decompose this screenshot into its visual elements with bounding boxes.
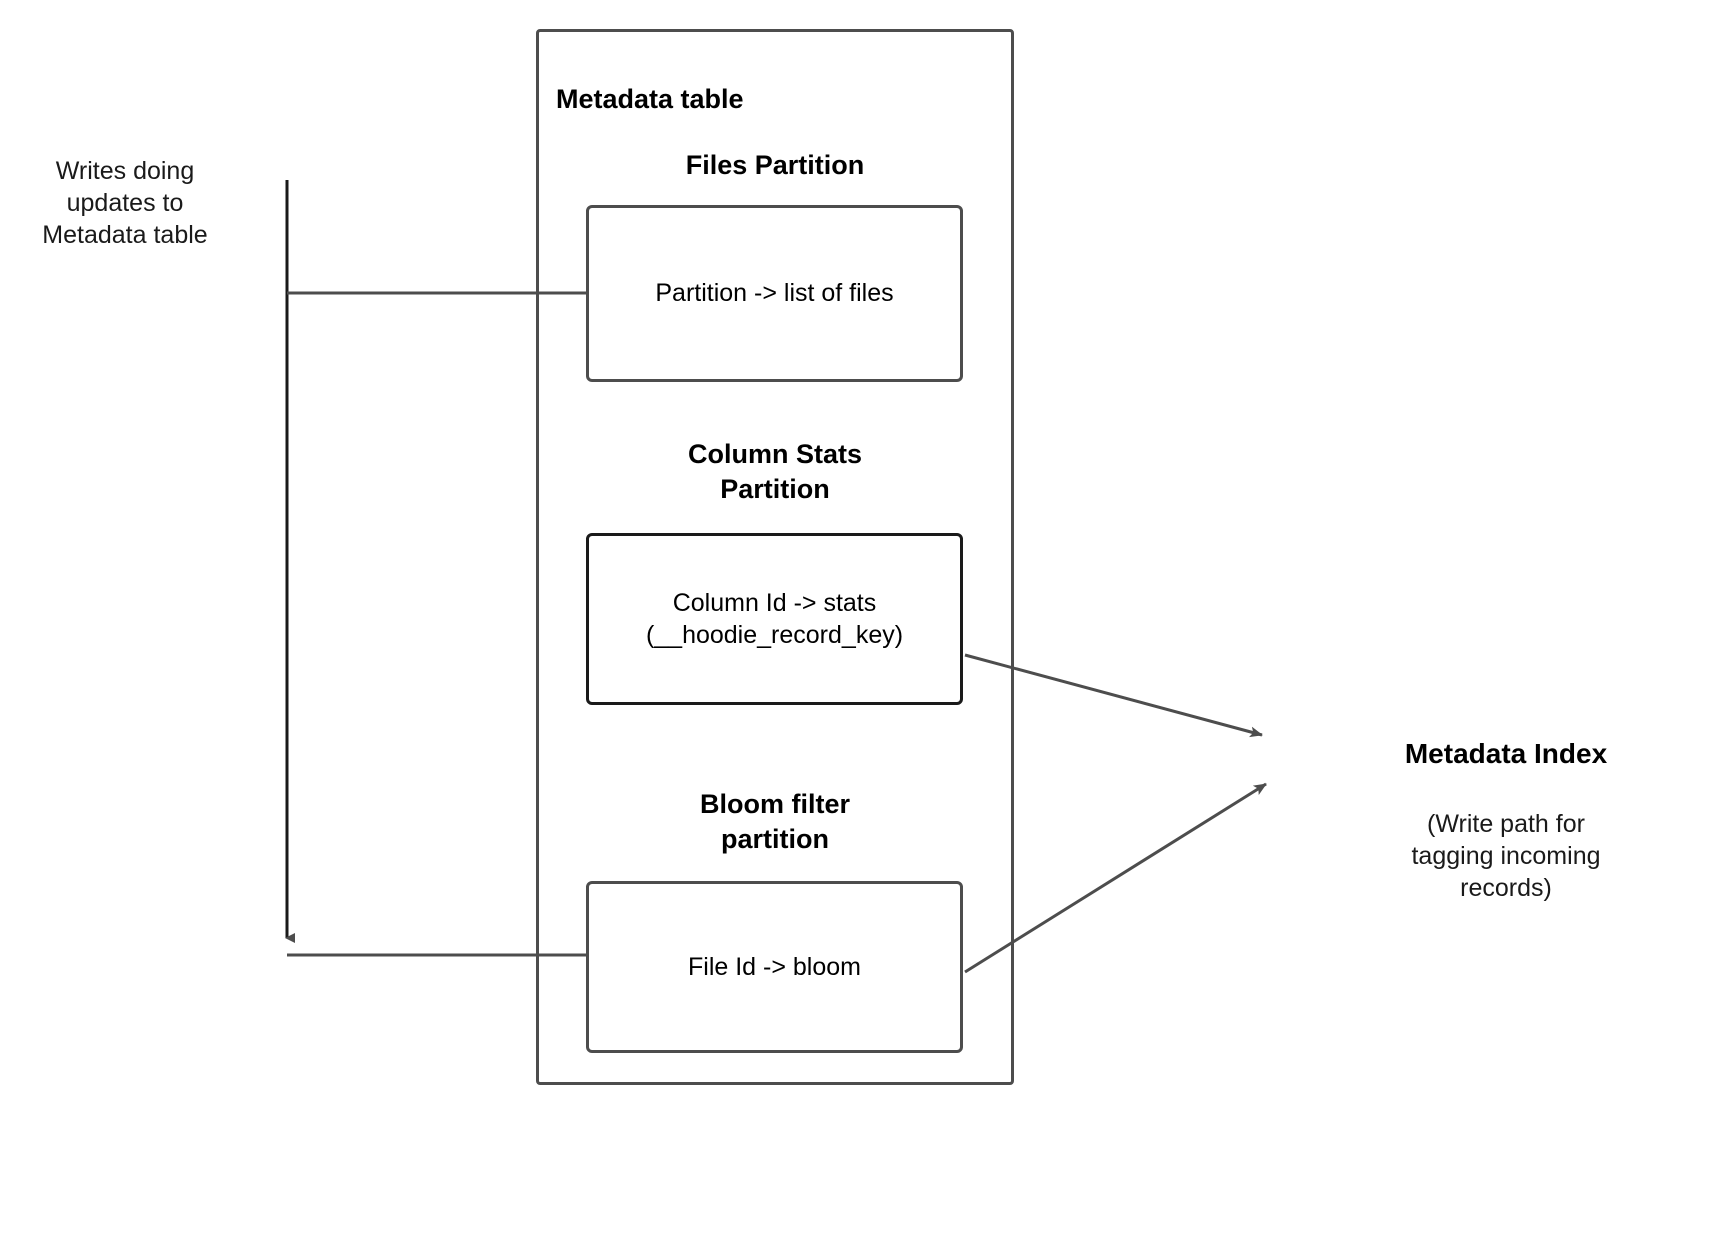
metadata-index-title: Metadata Index bbox=[1404, 738, 1608, 769]
metadata-table-title: Metadata table bbox=[556, 84, 744, 114]
metadata-table-container bbox=[536, 29, 1014, 1085]
bloom-filter-partition-box-label: File Id -> bloom bbox=[688, 952, 861, 981]
bloom-filter-partition-box[interactable]: File Id -> bloom bbox=[586, 881, 963, 1053]
column-stats-partition-heading: Column Stats Partition bbox=[687, 439, 862, 504]
column-stats-partition-box[interactable]: Column Id -> stats (__hoodie_record_key) bbox=[586, 533, 963, 705]
files-partition-box-label: Partition -> list of files bbox=[655, 279, 894, 308]
writes-caption-label: Writes doing updates to Metadata table bbox=[42, 157, 208, 249]
files-partition-heading: Files Partition bbox=[685, 150, 865, 180]
files-partition-box[interactable]: Partition -> list of files bbox=[586, 205, 963, 382]
bloom-filter-partition-heading: Bloom filter partition bbox=[699, 789, 850, 854]
metadata-index-note: (Write path for tagging incoming records… bbox=[1411, 810, 1601, 902]
column-stats-partition-box-label: Column Id -> stats (__hoodie_record_key) bbox=[645, 588, 904, 650]
